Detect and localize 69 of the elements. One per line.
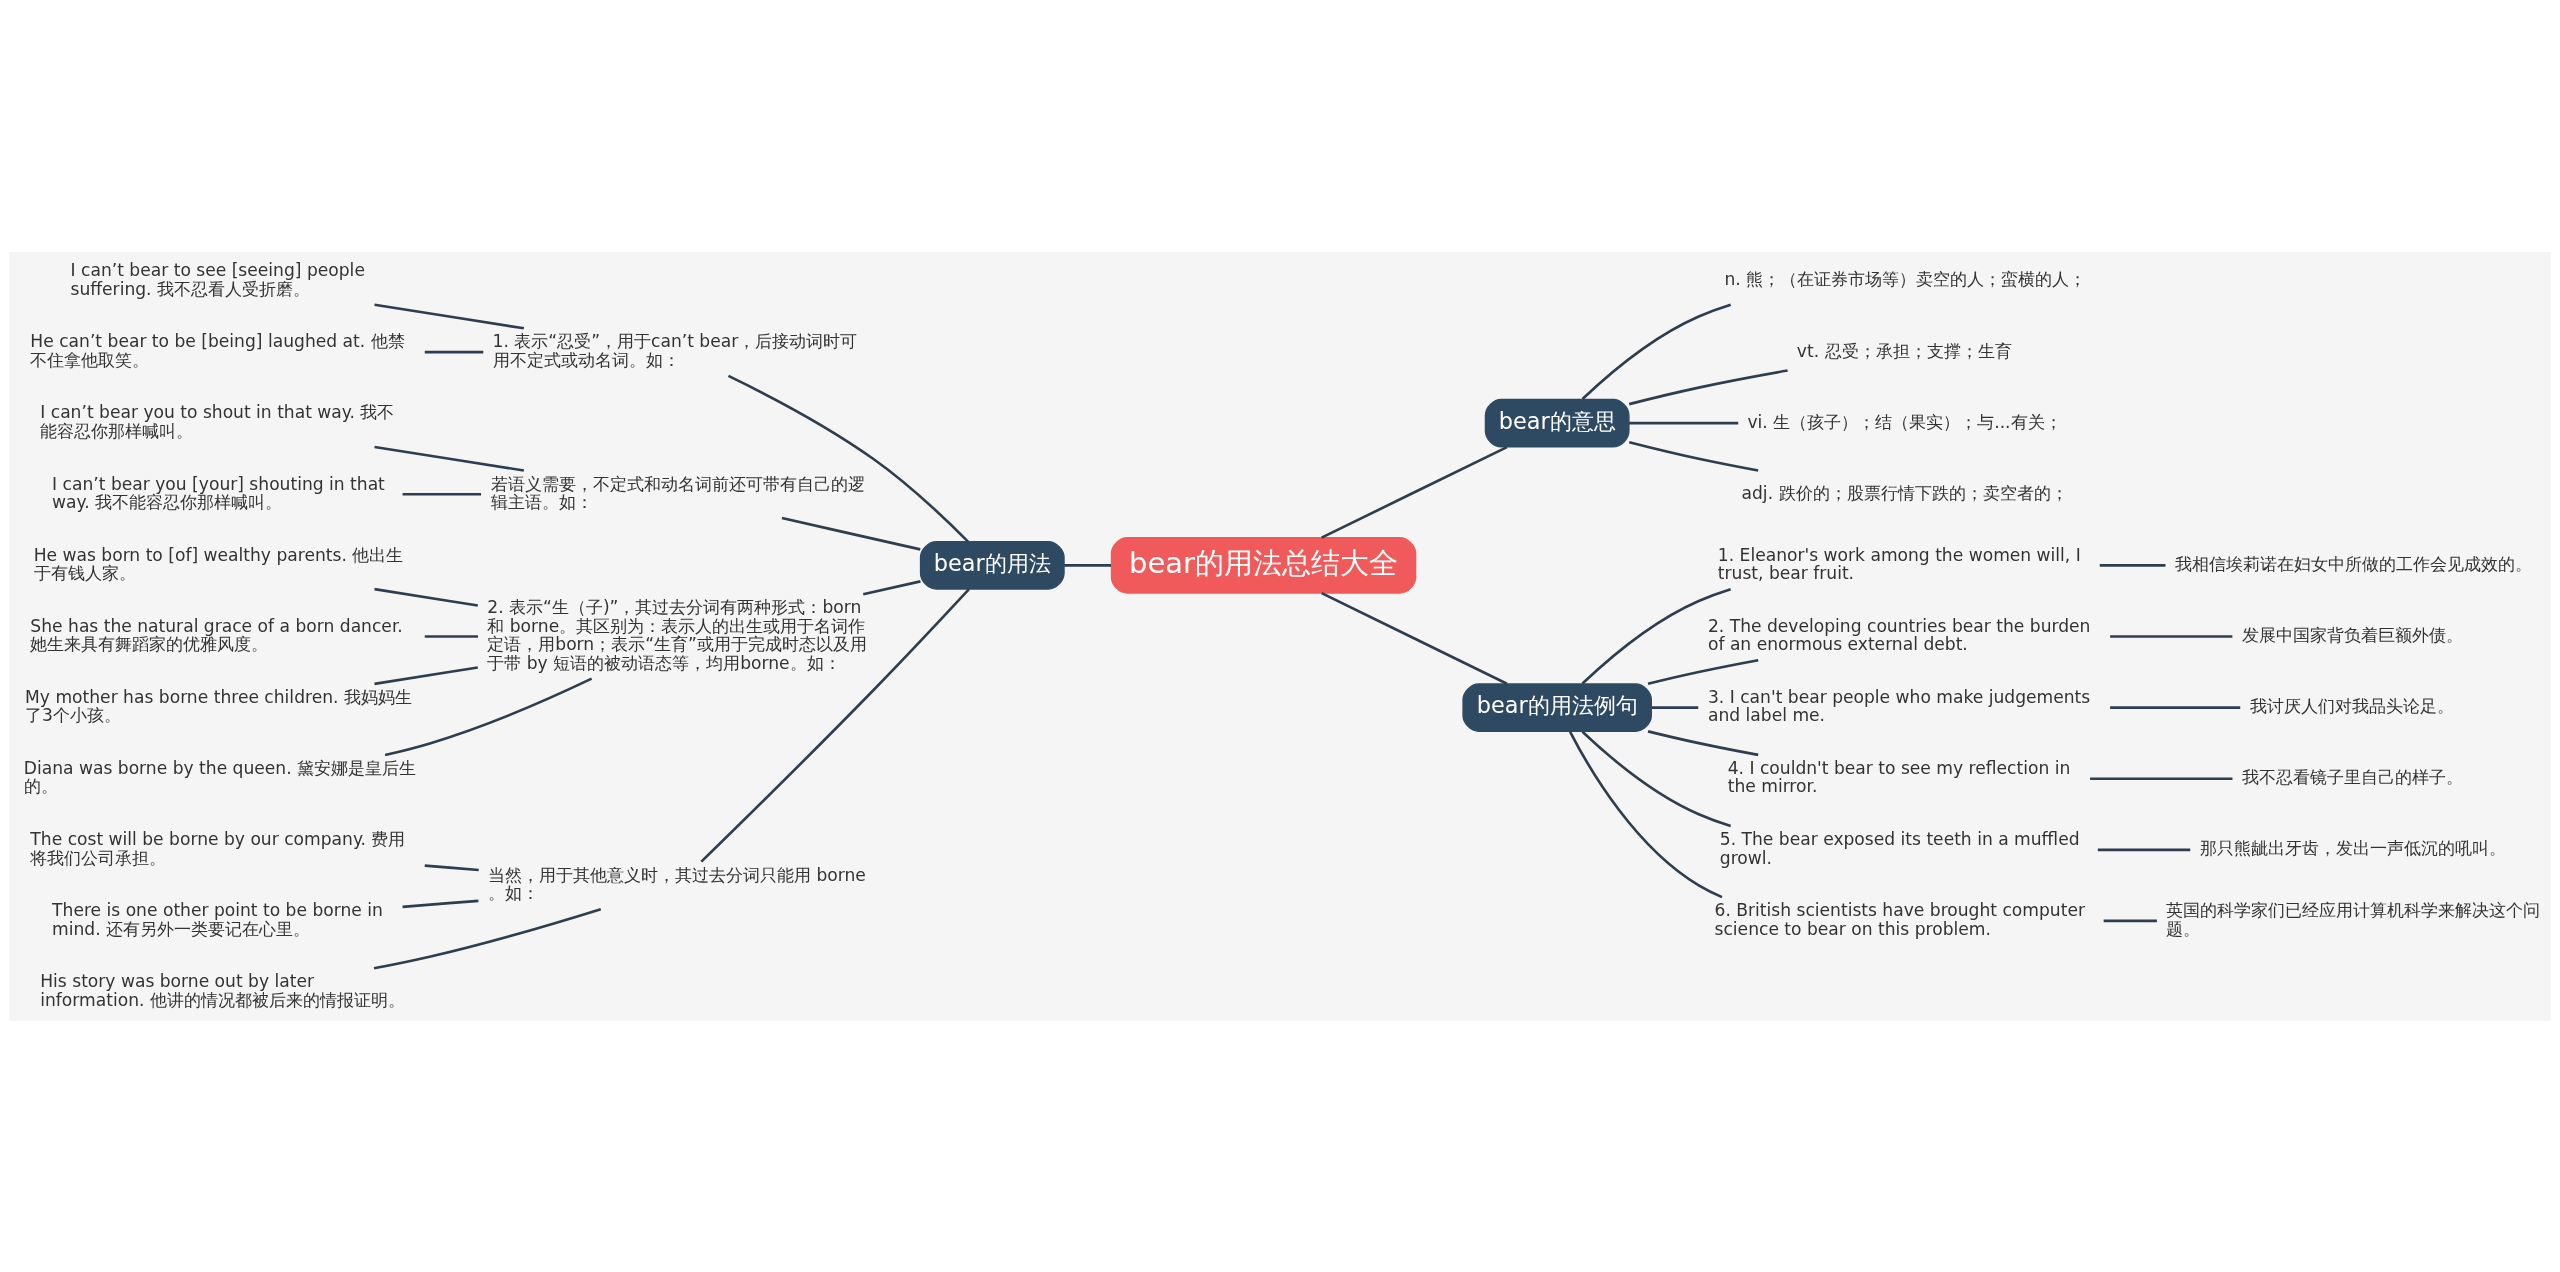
connector [727, 374, 969, 542]
node-box: bear的用法例句 [1462, 682, 1652, 732]
connector [1321, 445, 1508, 539]
node-text: 我相信埃莉诺在妇女中所做的工作会见成效的。 [2174, 553, 2532, 574]
connector [2103, 919, 2157, 922]
connector [1629, 421, 1739, 424]
node-text: n. 熊；（在证券市场等）卖空的人；蛮横的人； [1724, 268, 2087, 289]
connector [1568, 730, 1723, 898]
node-text: Diana was borne by the queen. 黛安娜是皇后生的。 [23, 757, 417, 796]
connector [424, 350, 484, 353]
node-text: 3. I can't bear people who make judgements and label me. [1707, 686, 2091, 725]
connector [402, 492, 482, 496]
connector [1628, 440, 1759, 472]
node-text: He can’t bear to be [being] laughed at. 他禁不住拿他取笑。 [30, 330, 405, 370]
connector [1321, 591, 1508, 685]
connector [1064, 563, 1111, 567]
node-box: bear的用法总结大全 [1110, 536, 1417, 594]
node-box: bear的意思 [1484, 398, 1630, 448]
node-text: He was born to [of] wealthy parents. 他出生于有钱人家。 [33, 544, 404, 583]
node-text: My mother has borne three children. 我妈妈生了3个小孩。 [25, 686, 412, 725]
connector [374, 665, 478, 685]
node-text: There is one other point to be borne in mind. 还有另外一类要记在心里。 [52, 899, 383, 939]
connector [424, 863, 479, 871]
node-text: 2. The developing countries bear the burden of an enormous external debt. [1707, 615, 2091, 654]
connector [2110, 705, 2241, 709]
node-text: adj. 跌价的；股票行情下跌的；卖空者的； [1741, 482, 2068, 503]
node-text: 那只熊龇出牙齿，发出一声低沉的吼叫。 [2199, 837, 2506, 858]
node-text: 4. I couldn't bear to see my reflection in the mirror. [1727, 757, 2071, 796]
node-text: I can’t bear you to shout in that way. 我不能容忍你那样喊叫。 [40, 401, 395, 441]
connector [1581, 303, 1732, 400]
connector [374, 587, 478, 607]
connector [700, 587, 970, 863]
node-text: 我讨厌人们对我品头论足。 [2249, 695, 2454, 716]
connector [402, 899, 479, 908]
node-text: 若语义需要，不定式和动名词前还可带有自己的逻辑主语。如： [490, 473, 865, 512]
node-text: 英国的科学家们已经应用计算机科学来解决这个问题。 [2166, 899, 2541, 939]
connector [1651, 705, 1699, 709]
node-text: 1. Eleanor's work among the women will, I trust, bear fruit. [1717, 544, 2081, 583]
node-box: bear的用法 [919, 540, 1065, 590]
node-text: 6. British scientists have brought computer science to bear on this problem. [1714, 899, 2085, 939]
connector [2110, 634, 2233, 638]
connector [1628, 368, 1788, 405]
connector [1581, 730, 1732, 827]
connector [862, 579, 921, 596]
node-text: 2. 表示“生（子)”，其过去分词有两种形式：born 和 borne。其区别为：表示人的出生或用于名词作定语，用born；表示“生育”或用于完成时态以及用于带 by 短语的被动语态等，均用borne。如： [487, 596, 867, 673]
connector [374, 445, 525, 472]
node-text: 发展中国家背负着巨额外债。 [2241, 624, 2463, 645]
node-text: I can’t bear you [your] shouting in that way. 我不能容忍你那样喊叫。 [52, 473, 385, 512]
node-text: His story was borne out by later information. 他讲的情况都被后来的情报证明。 [40, 970, 405, 1010]
connector [373, 907, 602, 970]
node-text: vi. 生（孩子）；结（果实）；与...有关； [1747, 411, 2062, 432]
connector [1581, 587, 1732, 684]
node-text: The cost will be borne by our company. 费用将我们公司承担。 [30, 828, 406, 868]
connector [1647, 658, 1759, 685]
connector [2099, 563, 2166, 567]
connector [374, 302, 525, 330]
connector [424, 634, 479, 638]
node-text: 1. 表示“忍受”，用于can’t bear，后接动词时可用不定式或动名词。如： [492, 330, 858, 370]
node-text: 当然，用于其他意义时，其过去分词只能用 borne。如： [487, 864, 866, 903]
node-text: vt. 忍受；承担；支撑；生育 [1796, 340, 2012, 361]
connector [781, 516, 921, 551]
connector [2090, 776, 2233, 780]
connector [384, 677, 593, 756]
node-text: I can’t bear to see [seeing] people suffering. 我不忍看人受折磨。 [70, 259, 365, 299]
node-text: 我不忍看镜子里自己的样子。 [2241, 766, 2463, 787]
node-text: She has the natural grace of a born dancer. 她生来具有舞蹈家的优雅风度。 [30, 615, 403, 654]
connector [1647, 729, 1759, 756]
connector [2097, 848, 2191, 851]
node-text: 5. The bear exposed its teeth in a muffled growl. [1719, 828, 2080, 868]
